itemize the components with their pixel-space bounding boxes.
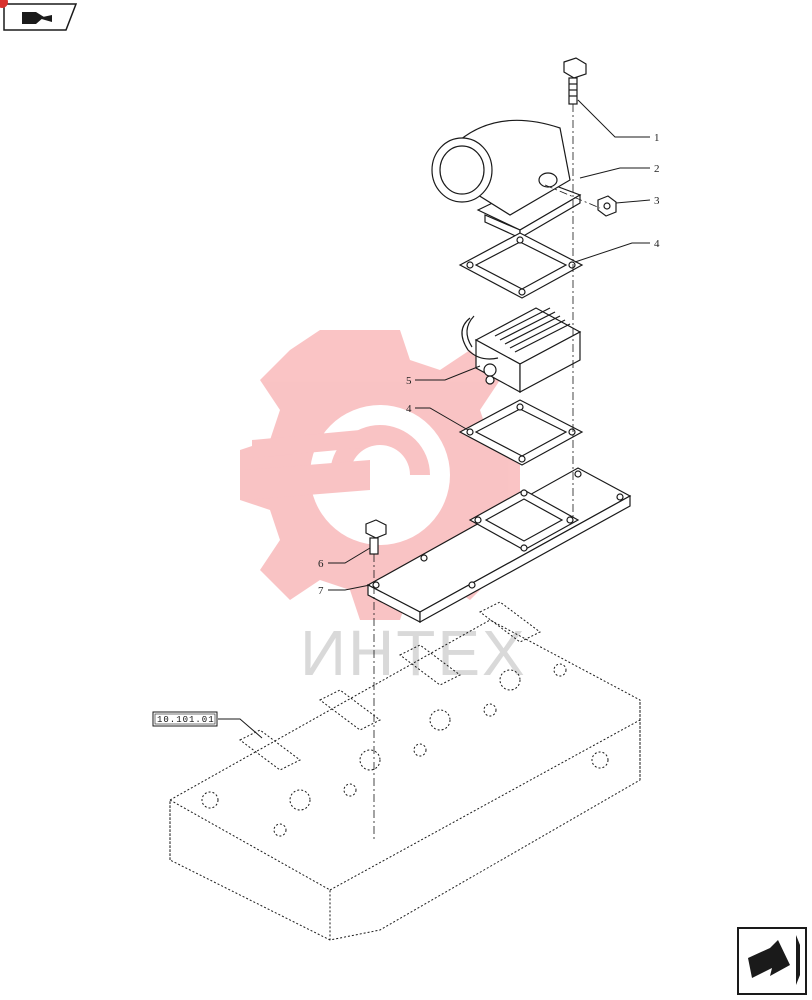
callout-2: 2 xyxy=(654,163,660,175)
callout-4-upper: 4 xyxy=(654,238,660,250)
callout-5: 5 xyxy=(406,375,412,387)
gasket-part-4-lower xyxy=(458,399,584,466)
callout-6: 6 xyxy=(318,558,324,570)
back-arrow-icon xyxy=(22,12,52,24)
corner-marker xyxy=(0,0,8,8)
assembly-axis-lines xyxy=(373,104,601,840)
heater-module-part-5 xyxy=(461,307,582,394)
cylinder-head-reference xyxy=(169,601,641,941)
callout-7: 7 xyxy=(318,585,324,597)
reference-code: 10.101.01 xyxy=(157,715,215,725)
leader-lines xyxy=(218,99,651,739)
nut-part-3 xyxy=(597,195,617,217)
callout-4-lower: 4 xyxy=(406,403,412,415)
next-page-arrow-icon xyxy=(748,935,800,985)
bolt-part-6 xyxy=(365,519,387,555)
next-page-button[interactable] xyxy=(737,927,807,995)
top-nav-tab[interactable] xyxy=(0,0,78,31)
gasket-part-4-upper xyxy=(458,232,584,299)
intake-elbow-part-2 xyxy=(431,119,582,240)
callouts: 1 2 3 4 5 4 6 7 xyxy=(318,132,660,597)
callout-1: 1 xyxy=(654,132,660,144)
watermark-text: ИНТЕХ xyxy=(300,617,527,689)
callout-3: 3 xyxy=(654,195,660,207)
adapter-plate-part-7 xyxy=(366,467,632,624)
bolt-part-1 xyxy=(563,57,587,105)
reference-link-10-101-01[interactable]: 10.101.01 xyxy=(152,711,218,727)
